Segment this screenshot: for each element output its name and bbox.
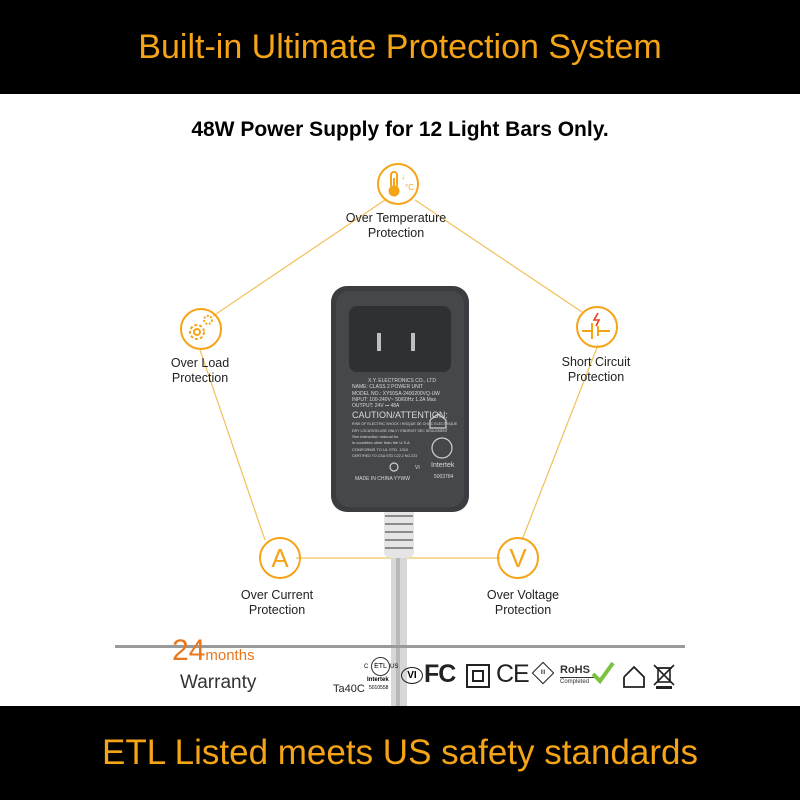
load-label: Over Load Protection xyxy=(170,356,230,385)
voltage-label: Over Voltage Protection xyxy=(486,588,560,617)
etl-small-brand: Intertek xyxy=(367,677,389,683)
connector-lines xyxy=(199,199,599,559)
warranty-number: 24 xyxy=(172,634,206,667)
label-made-in: MADE IN CHINA YYWW xyxy=(355,476,410,482)
short-circuit-icon xyxy=(576,306,618,348)
double-insulation-icon xyxy=(466,664,490,688)
weee-bin-icon xyxy=(653,664,675,689)
header-title: Built-in Ultimate Protection System xyxy=(138,27,662,66)
label-warn1: RISK OF ELECTRIC SHOCK / RISQUE DE CHOC … xyxy=(352,422,458,427)
rohs-mark: RoHS Completed xyxy=(558,661,615,690)
etl-mark-adapter xyxy=(389,413,453,472)
subtitle: 48W Power Supply for 12 Light Bars Only. xyxy=(191,118,609,141)
vi-mark: VI xyxy=(401,667,423,684)
label-caution: CAUTION/ATTENTION: xyxy=(352,410,448,421)
label-class: NAME: CLASS 2 POWER UNIT xyxy=(352,384,424,391)
label-maker: X.Y. ELECTRONICS CO., LTD xyxy=(368,378,436,384)
label-warn3: See instruction manual for xyxy=(352,434,399,440)
gear-icon xyxy=(180,308,222,350)
footer-title: ETL Listed meets US safety standards xyxy=(102,733,698,772)
label-model: MODEL NO.: XY50SA-2400200VQ-UW xyxy=(352,390,440,397)
current-icon xyxy=(259,537,301,579)
etl-us: US xyxy=(390,664,399,670)
voltage-glyph: V xyxy=(509,543,527,573)
temperature-label: Over Temperature Protection xyxy=(345,211,447,240)
plug-socket xyxy=(349,306,451,372)
label-etl-no: 5003784 xyxy=(434,474,454,480)
current-glyph: A xyxy=(271,543,289,573)
svg-text:↓: ↓ xyxy=(401,172,405,181)
line-temp-load xyxy=(212,199,386,317)
header-banner: Built-in Ultimate Protection System xyxy=(0,0,800,94)
current-label: Over Current Protection xyxy=(240,588,314,617)
warranty-unit: months xyxy=(205,647,255,664)
warranty-label: Warranty xyxy=(180,672,257,693)
adapter-label: X.Y. ELECTRONICS CO., LTD NAME: CLASS 2 … xyxy=(352,378,458,459)
line-short-voltage xyxy=(521,344,599,541)
divider xyxy=(115,645,685,648)
ce-mark: CE xyxy=(496,660,530,688)
temperature-icon: ↓ °C xyxy=(377,163,419,205)
etl-mark: ETL C US Intertek 5010558 xyxy=(364,657,398,697)
line-temp-short xyxy=(414,199,583,313)
label-vi: VI xyxy=(415,465,420,471)
warranty-duration: 24months xyxy=(172,634,255,668)
voltage-icon xyxy=(497,537,539,579)
temp-rating: Ta40C xyxy=(333,683,365,695)
label-output: OUTPUT: 24V ⎓ 48A xyxy=(352,403,400,410)
indoor-use-icon xyxy=(623,665,645,688)
etl-c: C xyxy=(364,664,369,670)
etl-small-no: 5010558 xyxy=(369,685,389,691)
plug-prong-right xyxy=(411,333,415,351)
label-certified: CERTIFIED TO CSA STD C22.2 NO.223 xyxy=(352,453,418,458)
label-warn2: DRY LOCATION USE ONLY / ENDROIT SEC SEUL… xyxy=(352,428,448,433)
label-warn4: in countries other than the U.S.A xyxy=(352,440,410,446)
label-conform: CONFORMS TO UL STD. 1310 xyxy=(352,446,409,452)
label-input: INPUT: 100-240V~ 50/60Hz 1.2A Max xyxy=(352,396,437,403)
fc-mark: FC xyxy=(424,660,456,688)
short-circuit-label: Short Circuit Protection xyxy=(561,355,631,384)
svg-text:°C: °C xyxy=(405,183,414,192)
line-load-current xyxy=(199,349,266,541)
etl-circle: ETL xyxy=(371,657,390,676)
plug-prong-left xyxy=(377,333,381,351)
label-etl-brand: Intertek xyxy=(431,462,455,469)
footer-banner: ETL Listed meets US safety standards xyxy=(0,706,800,800)
home-icon xyxy=(429,413,447,429)
power-adapter xyxy=(331,286,469,512)
check-icon xyxy=(591,661,615,685)
